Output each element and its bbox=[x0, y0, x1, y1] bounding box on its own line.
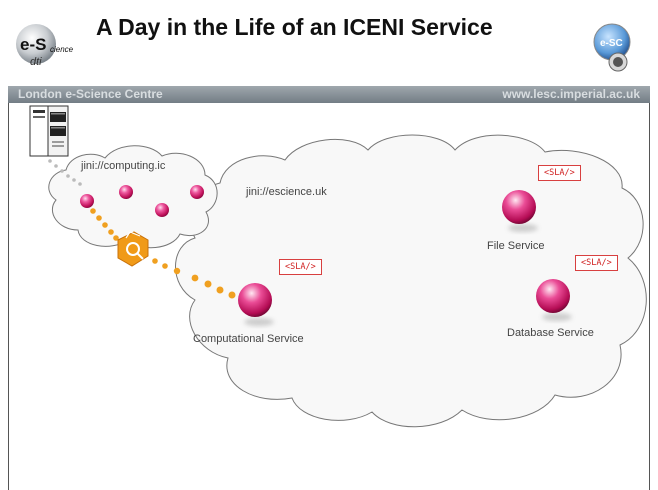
logo-text-main: e-S bbox=[20, 35, 46, 54]
file-service-sphere bbox=[502, 190, 538, 232]
logo-text-sub: cience bbox=[50, 45, 74, 54]
database-service-label: Database Service bbox=[507, 327, 594, 339]
slide-title: A Day in the Life of an ICENI Service bbox=[96, 14, 493, 40]
file-service-label: File Service bbox=[487, 240, 545, 252]
file-sla-tag: <SLA/> bbox=[538, 165, 581, 181]
service-sphere bbox=[119, 185, 133, 199]
lesc-logo: e-SC bbox=[588, 20, 636, 85]
lookup-icon bbox=[117, 231, 149, 267]
banner-url: www.lesc.imperial.ac.uk bbox=[502, 87, 640, 101]
logo-text-dti: dti bbox=[30, 56, 42, 68]
lesc-logo-text: e-SC bbox=[600, 38, 623, 49]
computational-service-sphere bbox=[238, 283, 274, 326]
gray-dotted-trail bbox=[48, 159, 82, 186]
small-cloud-label: jini://computing.ic bbox=[81, 160, 166, 172]
service-sphere bbox=[190, 185, 204, 199]
orange-dotted-path bbox=[90, 208, 236, 299]
e-science-dti-logo: e-S cience dti bbox=[14, 16, 94, 81]
frame-right-border bbox=[649, 103, 650, 490]
small-cloud-services bbox=[80, 185, 204, 217]
frame-left-border bbox=[8, 103, 9, 490]
service-sphere bbox=[155, 203, 169, 217]
service-sphere bbox=[80, 194, 94, 208]
small-cloud bbox=[48, 145, 218, 249]
banner-organization: London e-Science Centre bbox=[18, 87, 163, 101]
database-service-sphere bbox=[536, 279, 572, 321]
large-cloud-label: jini://escience.uk bbox=[246, 186, 327, 198]
computational-service-label: Computational Service bbox=[193, 333, 304, 345]
computational-sla-tag: <SLA/> bbox=[279, 259, 322, 275]
database-sla-tag: <SLA/> bbox=[575, 255, 618, 271]
banner: London e-Science Centre www.lesc.imperia… bbox=[8, 86, 650, 103]
server-computer-icon bbox=[29, 105, 69, 157]
